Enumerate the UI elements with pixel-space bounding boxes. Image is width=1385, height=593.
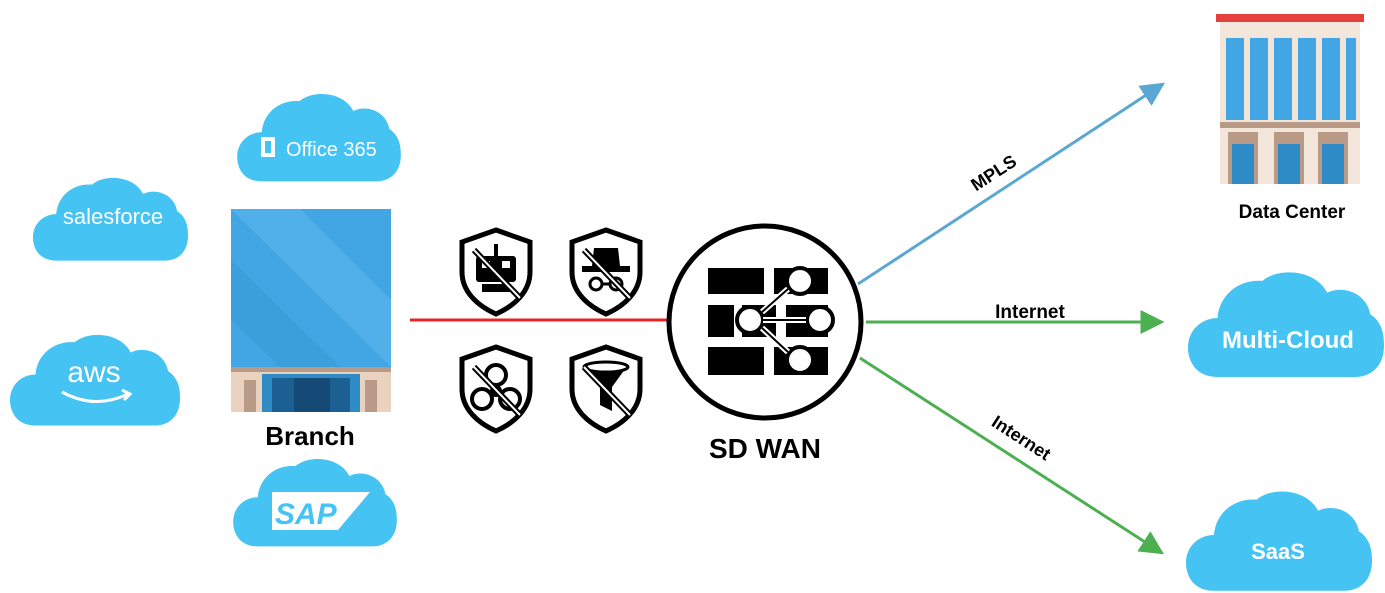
salesforce-label: salesforce (63, 204, 163, 229)
office365-label: Office 365 (286, 139, 377, 161)
saas-cloud: SaaS (1186, 491, 1372, 591)
multicloud-cloud: Multi-Cloud (1188, 272, 1384, 377)
branch-building-icon (231, 209, 391, 412)
mpls-link-label: MPLS (967, 151, 1020, 195)
sap-label: SAP (275, 498, 338, 531)
branch-label: Branch (265, 421, 355, 451)
mpls-link-line (857, 82, 1166, 286)
url-filter-shield-icon (569, 344, 643, 434)
office-logo-icon (261, 137, 275, 157)
no-bot-shield-icon (459, 227, 533, 317)
sdwan-router-icon (666, 223, 864, 421)
no-biohazard-shield-icon (459, 344, 533, 434)
no-spy-shield-icon (569, 227, 643, 317)
office365-cloud: Office 365 (237, 94, 401, 182)
aws-cloud: aws (10, 334, 180, 426)
internet-saas-link-line (859, 356, 1165, 555)
sdwan-label: SD WAN (709, 433, 821, 464)
internet-saas-link-label: Internet (988, 412, 1054, 465)
salesforce-cloud: salesforce (33, 177, 188, 261)
internet-cloud-link-label: Internet (995, 302, 1065, 323)
saas-label: SaaS (1251, 539, 1305, 564)
sap-cloud: SAP (233, 459, 397, 547)
amazon-smile-icon (61, 390, 129, 404)
aws-label: aws (67, 356, 120, 389)
sap-logo-icon (272, 492, 370, 530)
multicloud-label: Multi-Cloud (1222, 327, 1354, 354)
data-center-building-icon (1216, 14, 1364, 184)
data-center-label: Data Center (1239, 202, 1346, 223)
